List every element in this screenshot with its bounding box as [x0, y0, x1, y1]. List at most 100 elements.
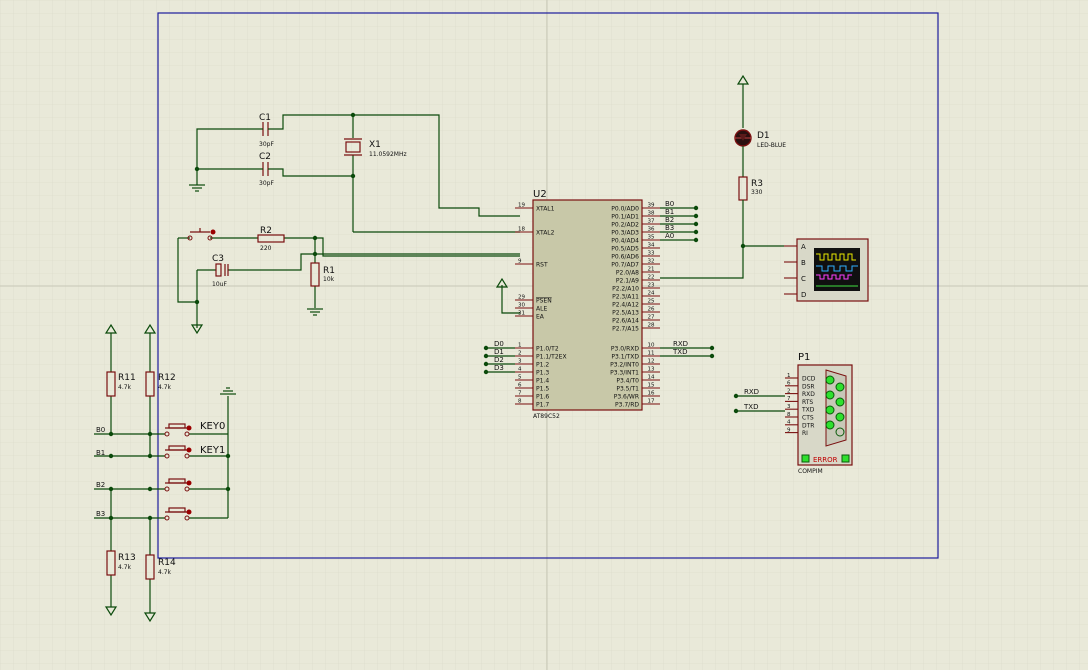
ground-arrow-r13 — [104, 606, 118, 617]
u2-pin-number: 4 — [518, 367, 522, 373]
u2-pin-name: P3.1/TXD — [611, 354, 639, 361]
compim-pin-name: TXD — [801, 407, 815, 414]
compim-pin-number: 1 — [787, 373, 791, 379]
c3-value: 10uF — [212, 281, 227, 288]
d1-value: LED-BLUE — [757, 142, 786, 149]
r13-ref: R13 — [118, 553, 136, 563]
compim-pin-name: DSR — [802, 383, 815, 390]
compim-pin-number: 4 — [787, 420, 791, 426]
key-junctions — [108, 431, 231, 521]
u2-pin-number: 39 — [648, 203, 655, 209]
u2-pin-name: P0.1/AD1 — [611, 214, 639, 221]
u2-pin-name: P2.4/A12 — [612, 302, 639, 309]
net-label: B1 — [665, 208, 674, 216]
compim-pin-number: 6 — [787, 381, 791, 387]
u2-pin-name: P1.1/T2EX — [536, 354, 567, 361]
u2-pin-number: 37 — [648, 219, 655, 225]
u2-pin-name: P0.0/AD0 — [611, 206, 639, 213]
u2-pin-number: 23 — [648, 283, 655, 289]
compim-status: ERROR — [813, 456, 838, 464]
net-label: D3 — [494, 364, 504, 372]
c3-ref: C3 — [212, 254, 224, 264]
pushbutton-key3[interactable] — [164, 507, 192, 521]
p1-ref: P1 — [798, 352, 810, 363]
u2-pin-name: P0.3/AD3 — [611, 230, 639, 237]
ground-symbol-r1 — [307, 308, 323, 316]
net-label: D1 — [494, 348, 504, 356]
compim-pin-number: 7 — [787, 396, 791, 402]
u2-pin-name: P3.4/T0 — [616, 378, 639, 385]
reset-button[interactable] — [187, 228, 216, 241]
u2-pin-number: 35 — [648, 235, 655, 241]
u2-pin-name: P2.1/A9 — [616, 278, 639, 285]
u2-pin-name: EA — [536, 314, 545, 321]
net-label: RXD — [744, 388, 759, 396]
net-label: B0 — [96, 426, 105, 434]
u2-pin-name: P3.3/INT1 — [610, 370, 639, 377]
r11-ref: R11 — [118, 373, 136, 383]
u2-pin-name: P3.6/WR — [614, 394, 639, 401]
u2-pin-number: 11 — [648, 351, 655, 357]
resistor-r1[interactable]: R1 10k — [310, 262, 335, 287]
ground-arrow-reset — [190, 324, 204, 335]
resistor-r13[interactable]: R13 4.7k — [106, 550, 136, 576]
u2-pin-name: P2.0/A8 — [616, 270, 639, 277]
u2-pin-number: 32 — [648, 259, 655, 265]
oscilloscope[interactable]: A B C D — [784, 238, 869, 302]
u2-pin-name: P0.7/AD7 — [611, 262, 639, 269]
capacitor-c3[interactable]: C3 10uF — [212, 254, 229, 288]
u2-pin-name: P2.5/A13 — [612, 310, 639, 317]
c1-ref: C1 — [259, 113, 271, 123]
u2-pin-number: 26 — [648, 307, 655, 313]
r1-ref: R1 — [323, 266, 335, 276]
u2-pin-number: 36 — [648, 227, 655, 233]
resistor-r12[interactable]: R12 4.7k — [145, 371, 176, 397]
pushbutton-key1[interactable]: KEY1 — [164, 445, 225, 459]
u2-pin-number: 18 — [518, 227, 525, 233]
resistor-r14[interactable]: R14 4.7k — [145, 554, 176, 580]
u2-pin-name: P0.5/AD5 — [611, 246, 639, 253]
key1-label: KEY1 — [200, 445, 225, 456]
u2-pin-number: 14 — [648, 375, 655, 381]
net-label: B2 — [665, 216, 674, 224]
net-label: A0 — [665, 232, 674, 240]
u2-pin-name: P1.7 — [536, 402, 549, 409]
u2-pin-number: 3 — [518, 359, 522, 365]
scope-channel-d: D — [801, 291, 806, 299]
p0-stubs — [660, 207, 696, 241]
d1-ref: D1 — [757, 131, 770, 141]
u2-pin-number: 1 — [518, 343, 522, 349]
u2-pin-number: 33 — [648, 251, 655, 257]
ground-arrow-r14 — [143, 612, 157, 623]
u2-pin-number: 38 — [648, 211, 655, 217]
r14-value: 4.7k — [158, 569, 172, 576]
led-wires — [660, 200, 784, 279]
c1-value: 30pF — [259, 141, 274, 148]
u2-pin-number: 8 — [518, 399, 522, 405]
u2-pin-name: P1.6 — [536, 394, 549, 401]
compim-pin-number: 8 — [787, 412, 791, 418]
key-wires — [94, 333, 229, 613]
resistor-r2[interactable]: R2 220 — [257, 226, 285, 252]
scope-channel-c: C — [801, 275, 806, 283]
u2-pin-number: 27 — [648, 315, 655, 321]
pushbutton-key0[interactable]: KEY0 — [164, 421, 225, 437]
x1-ref: X1 — [369, 140, 381, 150]
u2-pin-name: XTAL1 — [536, 206, 555, 213]
pushbutton-key2[interactable] — [164, 478, 192, 492]
net-label: B3 — [665, 224, 674, 232]
compim-pin-name: CTS — [802, 415, 814, 422]
resistor-r11[interactable]: R11 4.7k — [106, 371, 136, 397]
r12-ref: R12 — [158, 373, 176, 383]
u2-pin-name: P0.2/AD2 — [611, 222, 639, 229]
crystal-wires — [196, 114, 520, 233]
u2-pin-name: P3.5/T1 — [616, 386, 639, 393]
crystal-x1[interactable]: X1 11.0592MHz — [344, 138, 407, 158]
net-label: TXD — [743, 403, 758, 411]
